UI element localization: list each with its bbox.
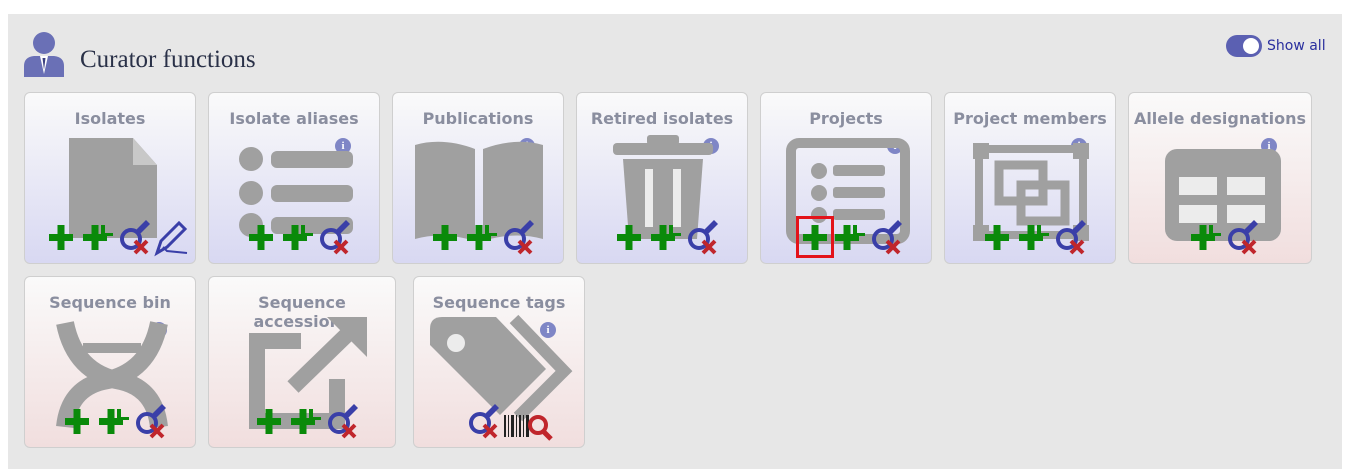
add-record-button[interactable] bbox=[253, 401, 289, 441]
toggle-label: Show all bbox=[1267, 38, 1326, 54]
batch-add-button[interactable] bbox=[281, 217, 317, 257]
curator-user-icon bbox=[24, 32, 64, 77]
batch-add-button[interactable] bbox=[649, 217, 685, 257]
add-icon bbox=[65, 409, 89, 434]
query-delete-icon bbox=[328, 404, 358, 439]
batch-add-button[interactable] bbox=[1189, 217, 1225, 257]
batch-add-icon bbox=[651, 225, 681, 250]
show-all-toggle[interactable]: Show all bbox=[1226, 35, 1326, 57]
card-title: Projects bbox=[809, 109, 883, 128]
batch-add-button[interactable] bbox=[465, 217, 501, 257]
query-delete-button[interactable] bbox=[133, 401, 169, 441]
dna-icon bbox=[56, 320, 168, 429]
query-delete-icon bbox=[320, 220, 350, 255]
card-retired-isolates: Retired isolates i bbox=[576, 92, 748, 264]
add-record-button[interactable] bbox=[245, 217, 281, 257]
card-sequence-tags: Sequence tags i bbox=[413, 276, 585, 448]
query-delete-button[interactable] bbox=[1225, 217, 1261, 257]
open-book-icon bbox=[415, 141, 543, 241]
card-title: Allele designations bbox=[1133, 109, 1307, 128]
batch-add-icon bbox=[291, 409, 321, 434]
card-title: Isolate aliases bbox=[229, 109, 359, 128]
query-delete-icon bbox=[1228, 220, 1258, 255]
batch-update-button[interactable] bbox=[153, 217, 189, 257]
query-delete-icon bbox=[136, 404, 166, 439]
query-delete-button[interactable] bbox=[869, 217, 905, 257]
card-title: Sequence bin bbox=[49, 293, 171, 312]
batch-add-icon bbox=[1019, 225, 1049, 250]
add-record-button[interactable] bbox=[45, 217, 81, 257]
scan-tags-button[interactable] bbox=[502, 401, 554, 441]
query-delete-icon bbox=[504, 220, 534, 255]
query-delete-icon bbox=[469, 404, 499, 439]
query-delete-icon bbox=[872, 220, 902, 255]
card-title: Sequence accessions bbox=[253, 293, 351, 331]
query-delete-icon bbox=[120, 220, 150, 255]
query-delete-button[interactable] bbox=[685, 217, 721, 257]
trash-icon bbox=[613, 135, 713, 239]
card-title: Retired isolates bbox=[590, 109, 734, 128]
add-icon bbox=[617, 225, 641, 250]
query-delete-button[interactable] bbox=[317, 217, 353, 257]
query-delete-button[interactable] bbox=[325, 401, 361, 441]
batch-add-icon bbox=[467, 225, 497, 250]
card-projects: Projects i bbox=[760, 92, 932, 264]
toggle-knob bbox=[1243, 38, 1259, 54]
batch-add-button[interactable] bbox=[97, 401, 133, 441]
add-icon bbox=[985, 225, 1009, 250]
query-delete-button[interactable] bbox=[501, 217, 537, 257]
batch-add-icon bbox=[99, 409, 129, 434]
table-icon bbox=[1165, 149, 1281, 241]
batch-add-button[interactable] bbox=[833, 217, 869, 257]
card-sequence-accessions: Sequence accessions i bbox=[208, 276, 396, 448]
card-title: Publications bbox=[422, 109, 534, 128]
add-icon bbox=[433, 225, 457, 250]
card-title: Isolates bbox=[74, 109, 146, 128]
batch-add-icon bbox=[835, 225, 865, 250]
batch-add-icon bbox=[283, 225, 313, 250]
batch-add-icon bbox=[83, 225, 113, 250]
add-icon bbox=[257, 409, 281, 434]
info-icon[interactable]: i bbox=[335, 138, 351, 154]
query-delete-icon bbox=[688, 220, 718, 255]
card-sequence-bin: Sequence bin i bbox=[24, 276, 196, 448]
query-delete-icon bbox=[1056, 220, 1086, 255]
add-icon bbox=[49, 225, 73, 250]
batch-add-button[interactable] bbox=[289, 401, 325, 441]
query-delete-button[interactable] bbox=[117, 217, 153, 257]
card-publications: Publications i bbox=[392, 92, 564, 264]
add-icon bbox=[803, 225, 827, 250]
card-title: Sequence tags bbox=[432, 293, 566, 312]
info-icon[interactable]: i bbox=[540, 322, 556, 338]
card-project-members: Project members i bbox=[944, 92, 1116, 264]
add-record-button[interactable] bbox=[61, 401, 97, 441]
card-isolate-aliases: Isolate aliases i bbox=[208, 92, 380, 264]
add-record-button[interactable] bbox=[613, 217, 649, 257]
add-project-button[interactable] bbox=[796, 216, 834, 258]
document-icon bbox=[69, 138, 157, 238]
tags-icon bbox=[430, 314, 573, 422]
batch-add-button[interactable] bbox=[1017, 217, 1053, 257]
batch-add-button[interactable] bbox=[81, 217, 117, 257]
add-record-button[interactable] bbox=[429, 217, 465, 257]
card-isolates: Isolates bbox=[24, 92, 196, 264]
query-delete-button[interactable] bbox=[466, 401, 502, 441]
add-record-button[interactable] bbox=[981, 217, 1017, 257]
add-icon bbox=[249, 225, 273, 250]
query-delete-button[interactable] bbox=[1053, 217, 1089, 257]
batch-add-icon bbox=[1191, 225, 1221, 250]
card-allele-designations: Allele designations i bbox=[1128, 92, 1312, 264]
toggle-switch[interactable] bbox=[1226, 35, 1262, 57]
batch-update-icon bbox=[154, 220, 188, 257]
page-title: Curator functions bbox=[80, 46, 256, 73]
barcode-search-icon bbox=[504, 415, 553, 441]
card-title: Project members bbox=[953, 109, 1107, 128]
